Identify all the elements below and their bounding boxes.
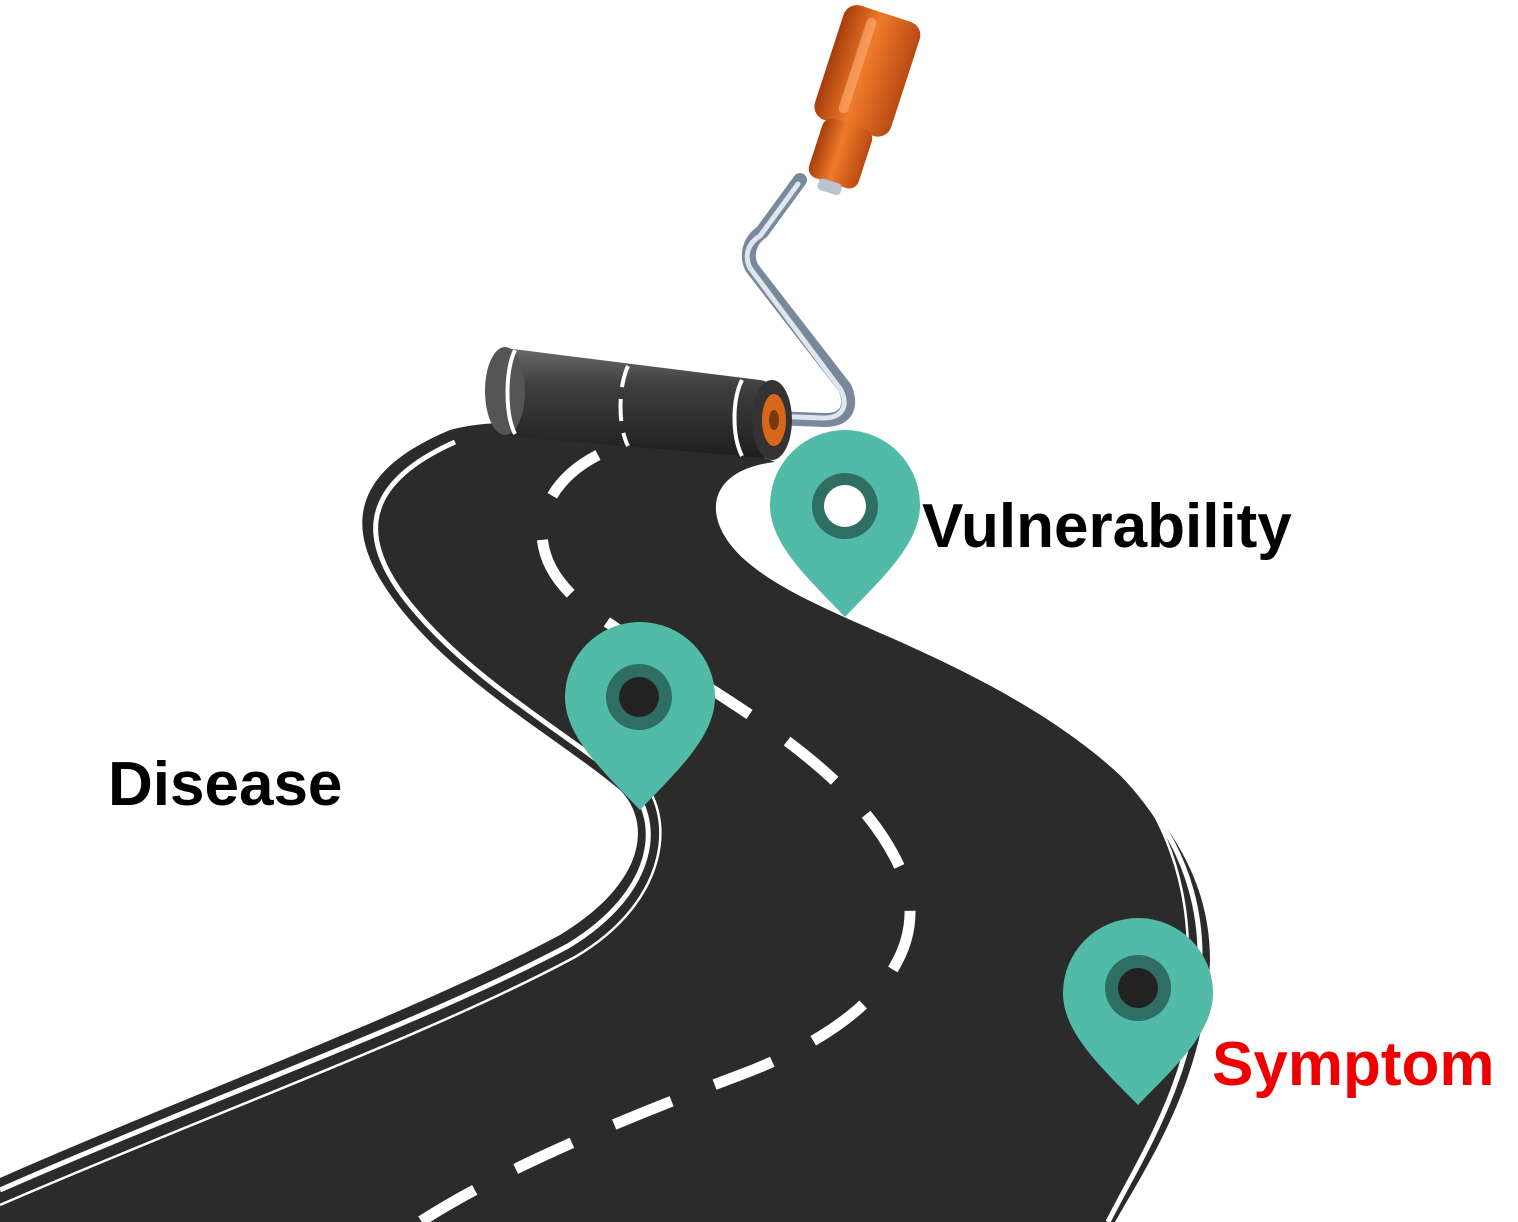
- roller-cylinder: [485, 347, 792, 460]
- road-center-dashes: [417, 450, 916, 1222]
- vulnerability-label: Vulnerability: [922, 492, 1292, 561]
- road: [0, 421, 1210, 1222]
- symptom-label: Symptom: [1212, 1030, 1495, 1099]
- road-asphalt: [0, 421, 1210, 1222]
- road-edge-line-right-inner: [731, 472, 1190, 961]
- disease-label: Disease: [108, 750, 343, 819]
- disease-map-pin-icon: [565, 622, 715, 810]
- roller-handle: [808, 5, 921, 196]
- symptom-map-pin-icon: [1063, 918, 1213, 1105]
- road-edge-line-left-inner: [0, 775, 662, 1207]
- vulnerability-map-pin-icon: [770, 430, 920, 617]
- roller-wire-highlight: [744, 181, 847, 421]
- road-edge-line-right: [721, 467, 1203, 1222]
- paint-roller-icon: [485, 5, 921, 460]
